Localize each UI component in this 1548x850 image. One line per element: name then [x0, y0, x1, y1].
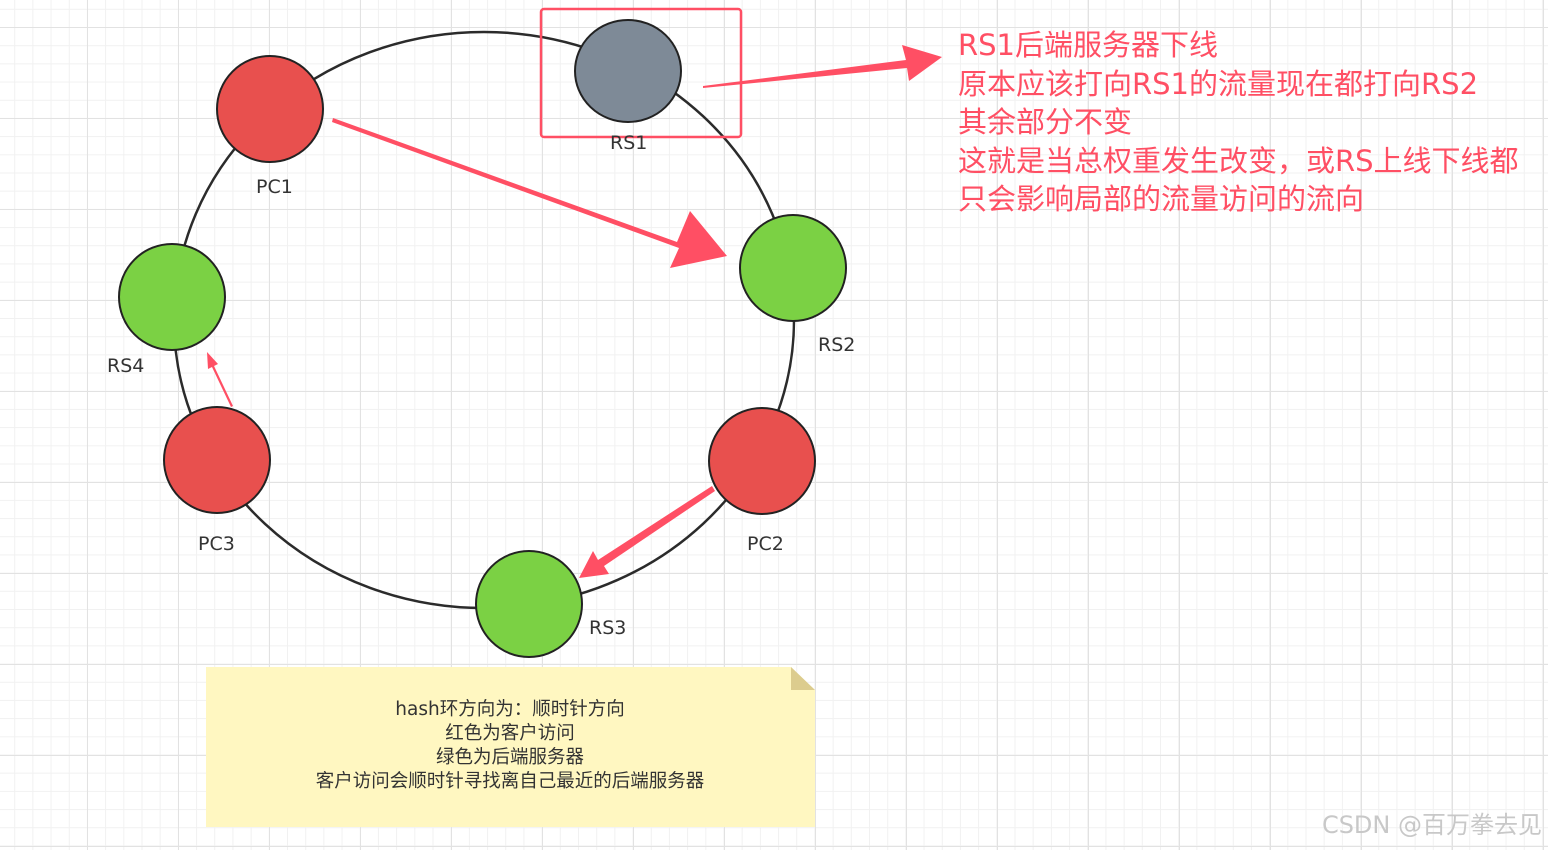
label-pc2: PC2: [747, 533, 784, 555]
label-pc3: PC3: [198, 533, 235, 555]
annotation-line: 其余部分不变: [958, 105, 1133, 139]
annotation-text: RS1后端服务器下线 原本应该打向RS1的流量现在都打向RS2 其余部分不变 这…: [958, 26, 1519, 219]
label-rs2: RS2: [818, 334, 856, 356]
note-line: 红色为客户访问: [445, 723, 575, 744]
offline-highlight-box: [539, 7, 743, 139]
label-rs3: RS3: [589, 617, 627, 639]
arrow-rs1-to-annotation: [703, 45, 942, 88]
label-pc1: PC1: [256, 176, 293, 198]
annotation-line: 只会影响局部的流量访问的流向: [958, 182, 1365, 216]
node-rs1: [574, 19, 682, 123]
legend-note-text: hash环方向为：顺时针方向 红色为客户访问 绿色为后端服务器 客户访问会顺时针…: [206, 698, 814, 794]
ring-nodes: [118, 19, 847, 658]
node-pc3: [163, 406, 271, 514]
node-rs3: [475, 550, 583, 658]
flow-arrows: [207, 45, 942, 578]
node-rs4: [118, 243, 226, 351]
node-pc1: [216, 55, 324, 163]
arrow-pc3-to-rs4: [207, 352, 233, 407]
arrow-pc1-to-rs2: [332, 118, 727, 268]
node-rs2: [739, 214, 847, 322]
node-pc2: [708, 407, 816, 515]
watermark: CSDN @百万拳去见: [1321, 811, 1542, 839]
note-line: 绿色为后端服务器: [435, 747, 584, 768]
legend-note: [206, 667, 815, 827]
label-rs4: RS4: [107, 355, 145, 377]
annotation-line: 原本应该打向RS1的流量现在都打向RS2: [958, 66, 1479, 101]
annotation-line: RS1后端服务器下线: [958, 28, 1219, 62]
annotation-line: 这就是当总权重发生改变，或RS上线下线都: [958, 143, 1519, 178]
note-line: 客户访问会顺时针寻找离自己最近的后端服务器: [315, 771, 705, 792]
arrow-pc2-to-rs3: [579, 486, 715, 578]
note-line: hash环方向为：顺时针方向: [395, 699, 625, 720]
label-rs1: RS1: [610, 132, 648, 154]
